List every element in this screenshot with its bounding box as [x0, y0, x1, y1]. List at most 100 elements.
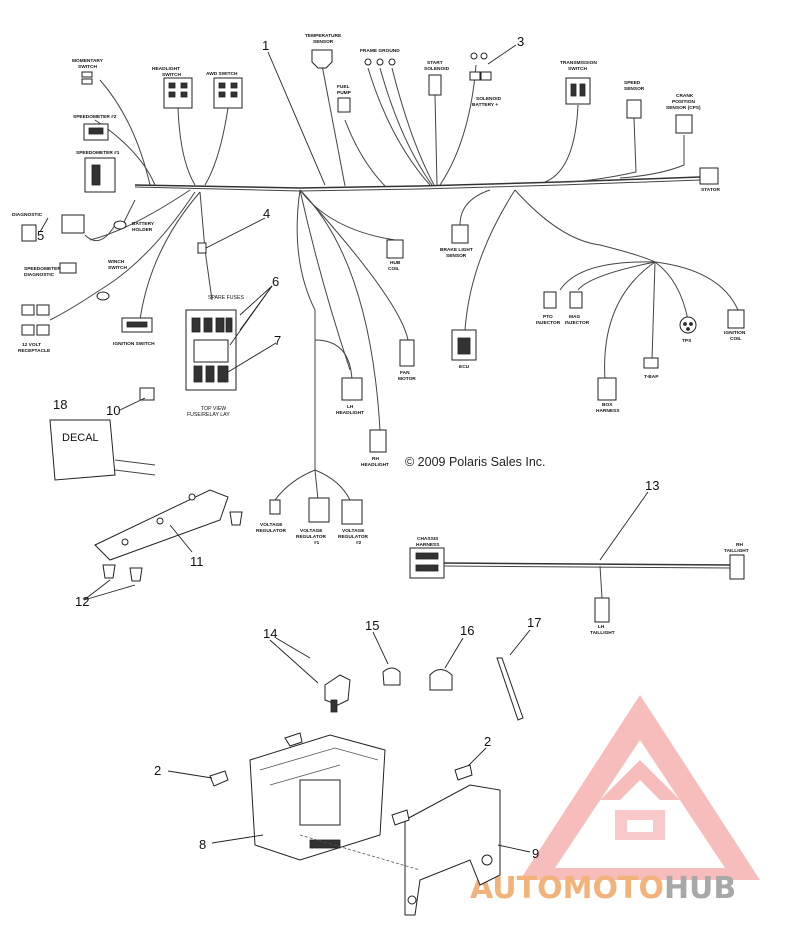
- callout-9: 9: [532, 846, 539, 861]
- connectors: [21, 49, 745, 525]
- label-speedometer-2: SPEEDOMETER #2: [73, 114, 117, 120]
- screw-2d: [391, 809, 410, 826]
- callout-14: 14: [263, 626, 277, 641]
- fuel-pump-connector: [337, 97, 351, 113]
- label-battery-holder-1: BATTERY: [132, 221, 155, 227]
- callout-3: 3: [517, 34, 524, 49]
- callout-2b: 2: [484, 734, 491, 749]
- callout-8: 8: [199, 837, 206, 852]
- label-lh-tail-2: TAILLIGHT: [590, 630, 615, 636]
- label-rh-tail-1: RH: [736, 542, 743, 548]
- label-decal: DECAL: [62, 432, 99, 444]
- chassis-harness-connector: [409, 547, 445, 579]
- label-t-bap: T-BAP: [644, 374, 659, 380]
- label-vreg2-1: VOLTAGE: [342, 528, 365, 534]
- mounting-bracket-9: [404, 784, 501, 916]
- callout-16: 16: [460, 623, 474, 638]
- callout-5: 5: [37, 228, 44, 243]
- label-hub-coil-1: HUB: [390, 260, 401, 266]
- ignition-coil-connector: [727, 309, 745, 329]
- label-pto-2: INJECTOR: [536, 320, 561, 326]
- label-ignition-coil-2: COIL: [730, 336, 742, 342]
- module-cavity: [299, 779, 341, 826]
- label-solenoid-battery-2: BATTERY +: [472, 102, 498, 108]
- callout-13: 13: [645, 478, 659, 493]
- screw-2a: [284, 732, 303, 747]
- label-brake-light-1: BRAKE LIGHT: [440, 247, 473, 253]
- voltage-regulator-2-connector: [341, 499, 363, 525]
- label-vreg1-2: REGULATOR: [296, 534, 326, 540]
- label-top-view-2: FUSE/RELAY LAY: [187, 412, 230, 418]
- headlight-switch-connector: [163, 77, 193, 109]
- t-bap-connector: [643, 357, 659, 369]
- watermark-logo: [520, 695, 760, 880]
- callout-2a: 2: [154, 763, 161, 778]
- temperature-sensor-connector: [311, 49, 333, 69]
- label-rh-headlight-2: HEADLIGHT: [361, 462, 389, 468]
- leader-lines: [39, 44, 649, 853]
- start-solenoid-connector: [428, 74, 442, 96]
- label-vreg-1: VOLTAGE: [260, 522, 283, 528]
- label-fuel-pump-2: PUMP: [337, 90, 352, 96]
- label-vreg2-3: #2: [356, 540, 362, 546]
- brake-light-sensor-connector: [451, 224, 469, 244]
- module-assembly: [209, 732, 501, 916]
- awd-switch-connector: [213, 77, 243, 109]
- watermark-moto: MOTO: [563, 871, 664, 906]
- label-spare-fuses: SPARE FUSES: [208, 295, 244, 301]
- watermark-hub: HUB: [664, 871, 736, 906]
- label-momentary-switch-2: SWITCH: [78, 64, 97, 70]
- label-solenoid-battery-1: SOLENOID: [476, 96, 502, 102]
- tps-connector: [679, 316, 697, 334]
- speedometer-diagnostic-connector: [59, 262, 77, 274]
- callout-17: 17: [527, 615, 541, 630]
- label-hub-coil-2: COIL: [388, 266, 400, 272]
- label-speedo-diag-1: SPEEDOMETER: [24, 266, 61, 272]
- label-ignition-switch: IGNITION SWITCH: [113, 341, 155, 347]
- fan-motor-connector: [399, 339, 415, 367]
- voltage-regulator-1-connector: [308, 497, 330, 523]
- callout-18: 18: [53, 397, 67, 412]
- label-vreg2-2: REGULATOR: [338, 534, 368, 540]
- label-fan-motor-1: FAN: [400, 370, 410, 376]
- label-winch-switch-2: SWITCH: [108, 265, 127, 271]
- label-box-harness-2: HARNESS: [596, 408, 620, 414]
- label-temp-sensor-1: TEMPERATURE: [305, 33, 342, 39]
- callout-12: 12: [75, 594, 89, 609]
- copyright-text: © 2009 Polaris Sales Inc.: [405, 455, 546, 469]
- label-fuel-pump-1: FUEL: [337, 84, 350, 90]
- decal-box: [49, 419, 116, 481]
- label-temp-sensor-2: SENSOR: [313, 39, 334, 45]
- mag-injector-connector: [569, 291, 583, 309]
- lh-headlight-connector: [341, 377, 363, 401]
- watermark-triangle-inner: [555, 740, 725, 868]
- watermark-text: AUTOMOTOHUB: [470, 871, 736, 906]
- label-mag-2: INJECTOR: [565, 320, 590, 326]
- rh-headlight-connector: [369, 429, 387, 453]
- label-speedometer-1: SPEEDOMETER #1: [76, 150, 120, 156]
- label-speed-sensor-1: SPEED: [624, 80, 641, 86]
- harness-clip: [197, 242, 207, 254]
- label-12-volt-1: 12 VOLT: [22, 342, 41, 348]
- callout-11: 11: [190, 554, 204, 569]
- pto-injector-connector: [543, 291, 557, 309]
- label-vreg1-3: #1: [314, 540, 320, 546]
- label-rh-tail-2: TAILLIGHT: [724, 548, 749, 554]
- screw-2c: [454, 764, 473, 781]
- callout-15: 15: [365, 618, 379, 633]
- label-crank-2: POSITION: [672, 99, 695, 105]
- callout-7: 7: [274, 333, 281, 348]
- clamp-15: [382, 667, 401, 686]
- label-frame-ground: FRAME GROUND: [360, 48, 400, 54]
- label-chassis-2: HARNESS: [416, 542, 440, 548]
- momentary-switch-connector: [81, 71, 93, 78]
- speed-sensor-connector: [626, 99, 642, 119]
- label-crank-3: SENSOR (CPS): [666, 105, 701, 111]
- label-winch-switch-1: WINCH: [108, 259, 125, 265]
- callout-4: 4: [263, 206, 270, 221]
- crank-sensor-connector: [675, 114, 693, 134]
- callouts: 1 3 4 5 6 7 10 18 13 11 12 14 15 16 17 2…: [37, 34, 659, 861]
- box-harness-connector: [597, 377, 617, 401]
- label-battery-holder-2: HOLDER: [132, 227, 153, 233]
- rh-taillight-connector: [729, 554, 745, 580]
